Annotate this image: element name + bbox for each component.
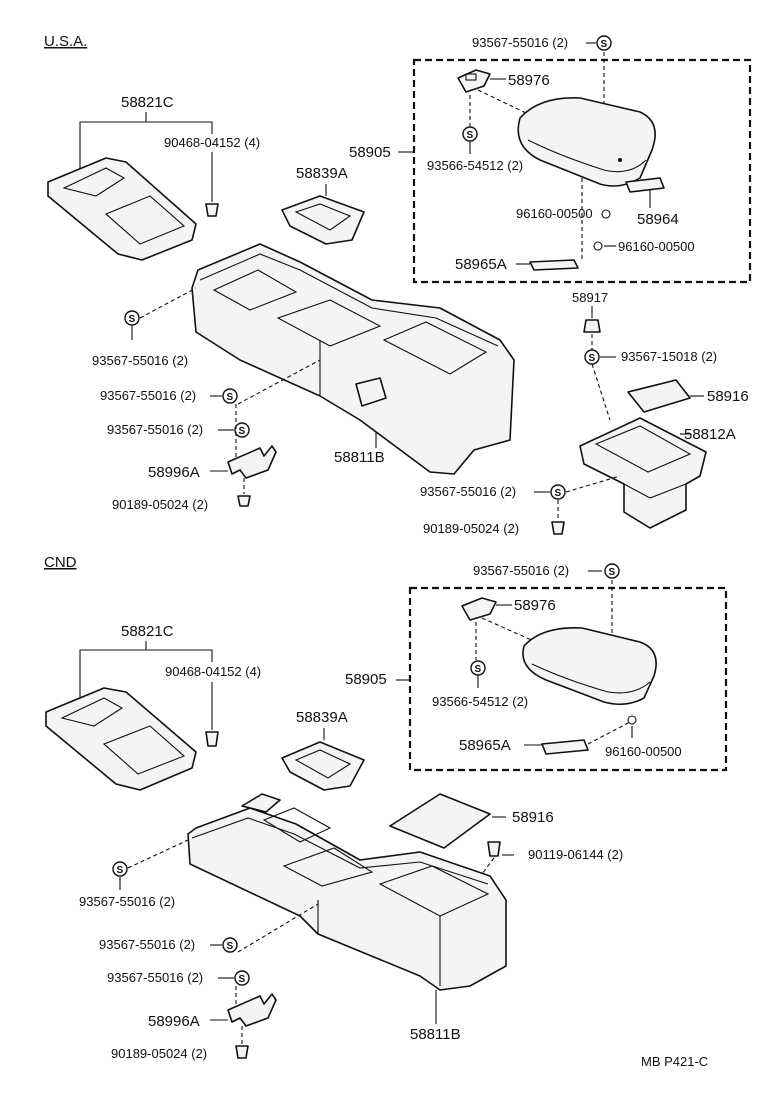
usa-label-58811B: 58811B [334,449,385,466]
svg-text:S: S [227,392,234,403]
usa-screw-icon-93566: S [462,126,478,142]
cnd-screw-icon-93566: S [470,660,486,676]
cnd-label-93567-55016-b: 93567-55016 (2) [107,970,203,985]
cnd-clip-icon-90468 [205,731,219,747]
cnd-screw-icon-left: S [112,861,128,877]
svg-text:S: S [129,314,136,325]
usa-console-body-58811B [191,243,515,475]
cnd-label-90468-04152: 90468-04152 (4) [165,664,261,679]
svg-text:S: S [117,865,124,876]
usa-label-58916: 58916 [707,388,749,405]
svg-text:S: S [239,974,246,985]
usa-label-90189-05024-left: 90189-05024 (2) [112,497,208,512]
cnd-label-58976: 58976 [514,597,556,614]
svg-text:S: S [601,39,608,50]
usa-label-93567-55016-b: 93567-55016 (2) [107,422,203,437]
usa-clip-icon-90468 [205,203,219,217]
usa-screw-icon-93567-15018: S [584,349,600,365]
cnd-screw-icon-a: S [222,937,238,953]
usa-label-90468-04152: 90468-04152 (4) [164,135,260,150]
cnd-screw-icon-b: S [234,970,250,986]
usa-hinge-bracket-58976 [457,69,491,93]
usa-label-96160-00500-b: 96160-00500 [618,239,695,254]
usa-screw-icon-a: S [222,388,238,404]
usa-label-58976: 58976 [508,72,550,89]
usa-label-93567-15018: 93567-15018 (2) [621,349,717,364]
usa-cup-holder-58812A [579,417,707,529]
usa-label-58965A: 58965A [455,256,507,273]
usa-label-58821C: 58821C [121,94,174,111]
cnd-bolt-icon-90119 [487,841,501,857]
cnd-console-body-58811B [187,793,507,991]
svg-text:S: S [555,488,562,499]
usa-hinge-58965A [529,259,579,271]
usa-label-90189-05024-right: 90189-05024 (2) [423,521,519,536]
cnd-armrest-group-box [408,586,728,772]
usa-label-93567-55016-right: 93567-55016 (2) [420,484,516,499]
usa-screw-icon-b: S [234,422,250,438]
usa-shift-bezel-58821C [47,157,197,261]
cnd-label-90119-06144: 90119-06144 (2) [528,847,623,862]
svg-text:S: S [589,353,596,364]
diagram-code: MB P421-C [641,1054,708,1069]
cnd-label-58965A: 58965A [459,737,511,754]
usa-pocket-tray-58839A [281,195,365,245]
cnd-label-58821C: 58821C [121,623,174,640]
cnd-label-58839A: 58839A [296,709,348,726]
cnd-screw-icon-top: S [604,563,620,579]
cnd-bracket-58996A [227,993,277,1027]
cnd-clip-icon-96160 [627,715,637,725]
usa-label-58839A: 58839A [296,165,348,182]
usa-knob-58917 [583,319,601,333]
svg-text:S: S [227,941,234,952]
usa-clip-icon-96160-b [593,241,603,251]
usa-label-58917: 58917 [572,290,608,305]
usa-mat-58916 [627,379,691,413]
usa-screw-icon-left: S [124,310,140,326]
usa-label-93566-54512: 93566-54512 (2) [427,158,523,173]
usa-screw-icon-right: S [550,484,566,500]
cnd-bolt-icon-90189 [235,1045,249,1059]
cnd-label-93567-55016-top: 93567-55016 (2) [473,563,569,578]
usa-latch-58964 [625,177,665,193]
usa-bolt-icon-90189-right [551,521,565,535]
cnd-label-58916: 58916 [512,809,554,826]
usa-armrest-lid [517,97,656,187]
cnd-label-58996A: 58996A [148,1013,200,1030]
section-title-usa: U.S.A. [44,33,87,50]
usa-label-58996A: 58996A [148,464,200,481]
svg-text:S: S [467,130,474,141]
section-title-cnd: CND [44,554,77,571]
usa-armrest-group-box [412,58,752,284]
usa-bracket-58996A [227,445,277,479]
cnd-label-93566-54512: 93566-54512 (2) [432,694,528,709]
svg-text:S: S [239,426,246,437]
cnd-label-58811B: 58811B [410,1026,461,1043]
usa-clip-icon-96160-a [601,209,611,219]
cnd-pocket-tray-58839A [281,741,365,791]
usa-label-58812A: 58812A [684,426,736,443]
cnd-hinge-58965A [541,739,589,755]
cnd-mat-58916 [389,793,491,849]
svg-text:S: S [609,567,616,578]
cnd-armrest-lid [522,627,657,706]
cnd-label-96160-00500: 96160-00500 [605,744,682,759]
usa-label-93567-55016-a: 93567-55016 (2) [100,388,196,403]
usa-label-58964: 58964 [637,211,679,228]
usa-bolt-icon-90189-left [237,495,251,507]
cnd-label-93567-55016-a: 93567-55016 (2) [99,937,195,952]
cnd-hinge-bracket-58976 [461,597,497,621]
usa-screw-icon-top: S [596,35,612,51]
usa-label-93567-55016-left: 93567-55016 (2) [92,353,188,368]
usa-label-96160-00500-a: 96160-00500 [516,206,593,221]
cnd-label-93567-55016-left: 93567-55016 (2) [79,894,175,909]
cnd-shift-bezel-58821C [45,687,197,791]
usa-label-58905: 58905 [349,144,391,161]
cnd-label-58905: 58905 [345,671,387,688]
usa-label-93567-55016-top: 93567-55016 (2) [472,35,568,50]
cnd-label-90189-05024: 90189-05024 (2) [111,1046,207,1061]
svg-text:S: S [475,664,482,675]
